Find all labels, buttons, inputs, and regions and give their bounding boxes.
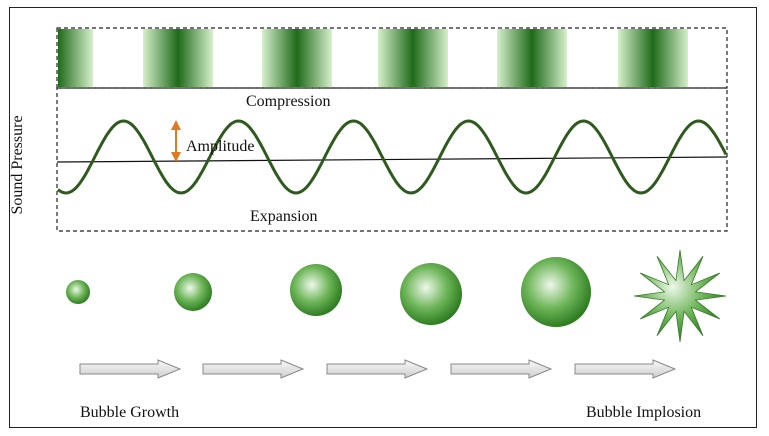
imploding-bubble-icon	[633, 249, 727, 343]
bubble-stage-3	[290, 264, 342, 316]
compression-band-6	[618, 29, 688, 87]
bubble-stage-4	[400, 263, 462, 325]
progression-arrows	[79, 359, 677, 379]
compression-band-5	[497, 29, 567, 87]
arrow-1	[79, 359, 182, 379]
compression-bands-box	[56, 27, 728, 89]
bubble-implosion-label: Bubble Implosion	[586, 404, 702, 421]
expansion-label: Expansion	[250, 208, 318, 225]
arrow-3	[326, 359, 429, 379]
arrow-2	[202, 359, 305, 379]
bubble-stage-1	[66, 280, 90, 304]
diagram-frame	[9, 7, 757, 428]
sound-wave	[57, 119, 728, 195]
arrow-5	[574, 359, 677, 379]
compression-band-3	[262, 29, 332, 87]
compression-band-4	[378, 29, 448, 87]
bubbles	[66, 249, 727, 343]
compression-band-2	[143, 29, 213, 87]
bubble-stage-5	[521, 257, 591, 327]
bubble-growth-label: Bubble Growth	[80, 404, 180, 421]
bubble-stage-2	[174, 273, 212, 311]
amplitude-label: Amplitude	[186, 138, 255, 155]
compression-label: Compression	[246, 93, 331, 110]
y-axis-label: Sound Pressure	[9, 115, 26, 215]
compression-band-1	[58, 29, 93, 87]
arrow-4	[450, 359, 553, 379]
compression-bands	[58, 29, 688, 87]
baseline	[56, 156, 728, 163]
amplitude-arrow	[171, 120, 181, 162]
wave-box	[56, 87, 728, 232]
